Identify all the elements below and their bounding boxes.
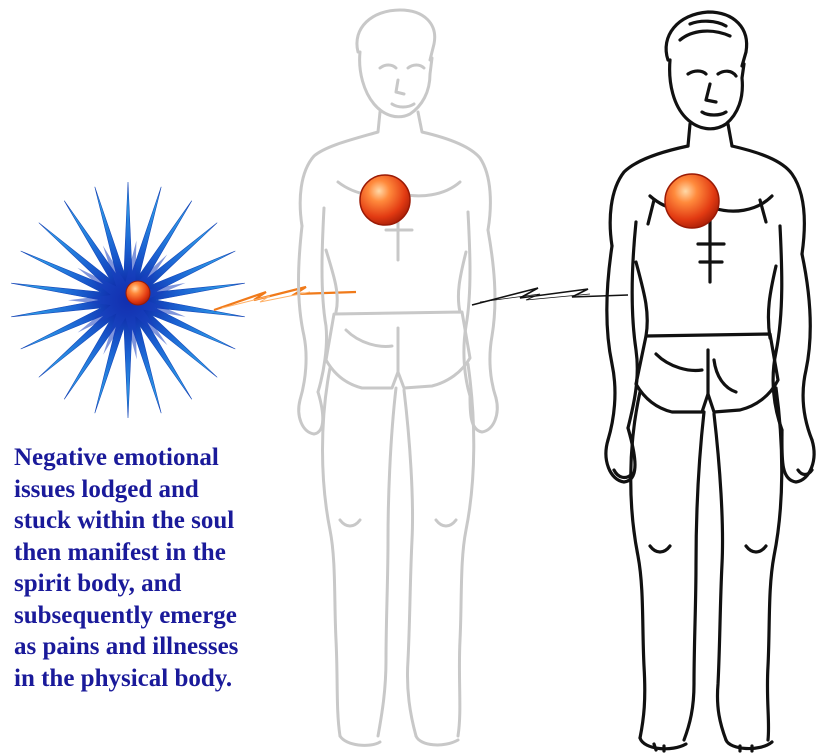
physical-body-figure [606, 12, 814, 751]
caption-line: spirit body, and [14, 568, 299, 600]
caption-line: stuck within the soul [14, 505, 299, 537]
physical-heart-orb [665, 174, 719, 228]
caption-line: subsequently emerge [14, 600, 299, 632]
explanation-caption: Negative emotional issues lodged and stu… [14, 442, 299, 694]
caption-line: then manifest in the [14, 537, 299, 569]
orange-lightning-bolt [214, 287, 356, 310]
caption-line: issues lodged and [14, 474, 299, 506]
caption-line: as pains and illnesses [14, 631, 299, 663]
spirit-body-figure [299, 10, 498, 745]
spirit-heart-orb [360, 175, 410, 225]
caption-line: Negative emotional [14, 442, 299, 474]
caption-line: in the physical body. [14, 663, 299, 695]
soul-starburst-icon [11, 182, 245, 418]
